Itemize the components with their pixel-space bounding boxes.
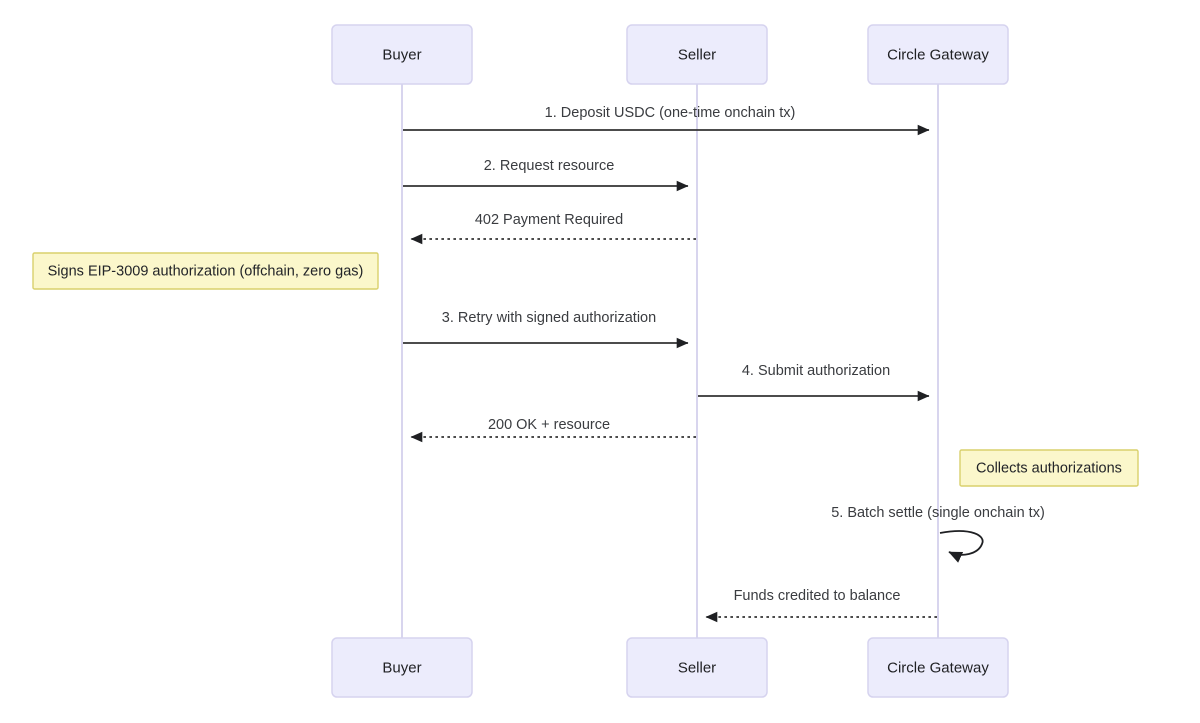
actor-label-buyer-top: Buyer: [382, 46, 421, 63]
actor-label-gateway-top: Circle Gateway: [887, 46, 989, 63]
message-6-200-ok-resource: 200 OK + resource: [410, 417, 696, 443]
actor-box-buyer-bottom[interactable]: [331, 637, 473, 698]
note-signs-eip3009: Signs EIP-3009 authorization (offchain, …: [32, 252, 379, 290]
actor-box-gateway-top[interactable]: [867, 24, 1009, 85]
actor-box-seller-top[interactable]: [626, 24, 768, 85]
actor-box-seller-bottom[interactable]: [626, 637, 768, 698]
actor-label-buyer-bottom: Buyer: [382, 659, 421, 676]
message-label-4: 3. Retry with signed authorization: [442, 310, 656, 326]
actor-gateway-top[interactable]: Circle Gateway: [867, 24, 1009, 85]
message-2-request-resource: 2. Request resource: [403, 158, 689, 192]
note-box-signs: [32, 252, 379, 290]
actor-label-gateway-bottom: Circle Gateway: [887, 659, 989, 676]
message-label-8: Funds credited to balance: [734, 588, 901, 604]
actor-buyer-bottom[interactable]: Buyer: [331, 637, 473, 698]
message-arrow-7-loop: [939, 530, 984, 563]
message-8-funds-credited: Funds credited to balance: [705, 588, 937, 623]
actor-gateway-bottom[interactable]: Circle Gateway: [867, 637, 1009, 698]
message-5-submit-authorization: 4. Submit authorization: [698, 363, 930, 402]
message-7-batch-settle-self-loop: 5. Batch settle (single onchain tx): [831, 505, 1045, 563]
message-label-1: 1. Deposit USDC (one-time onchain tx): [545, 105, 796, 121]
lifelines-group: [401, 84, 939, 638]
message-1-deposit-usdc: 1. Deposit USDC (one-time onchain tx): [403, 105, 930, 136]
message-label-3: 402 Payment Required: [475, 212, 623, 228]
actors-top-group: Buyer Seller Circle Gateway: [331, 24, 1009, 85]
actor-seller-top[interactable]: Seller: [626, 24, 768, 85]
actor-buyer-top[interactable]: Buyer: [331, 24, 473, 85]
message-label-7: 5. Batch settle (single onchain tx): [831, 505, 1045, 521]
message-4-retry-signed-authorization: 3. Retry with signed authorization: [403, 310, 689, 349]
message-label-5: 4. Submit authorization: [742, 363, 890, 379]
message-label-6: 200 OK + resource: [488, 417, 610, 433]
actor-label-seller-top: Seller: [678, 46, 716, 63]
message-3-402-payment-required: 402 Payment Required: [410, 212, 696, 245]
note-label-collects: Collects authorizations: [976, 460, 1122, 476]
actor-box-gateway-bottom[interactable]: [867, 637, 1009, 698]
actor-label-seller-bottom: Seller: [678, 659, 716, 676]
note-collects-authorizations: Collects authorizations: [959, 449, 1139, 487]
message-label-2: 2. Request resource: [484, 158, 615, 174]
actor-seller-bottom[interactable]: Seller: [626, 637, 768, 698]
note-box-collects: [959, 449, 1139, 487]
actor-box-buyer-top[interactable]: [331, 24, 473, 85]
actors-bottom-group: Buyer Seller Circle Gateway: [331, 637, 1009, 698]
note-label-signs: Signs EIP-3009 authorization (offchain, …: [48, 263, 364, 279]
